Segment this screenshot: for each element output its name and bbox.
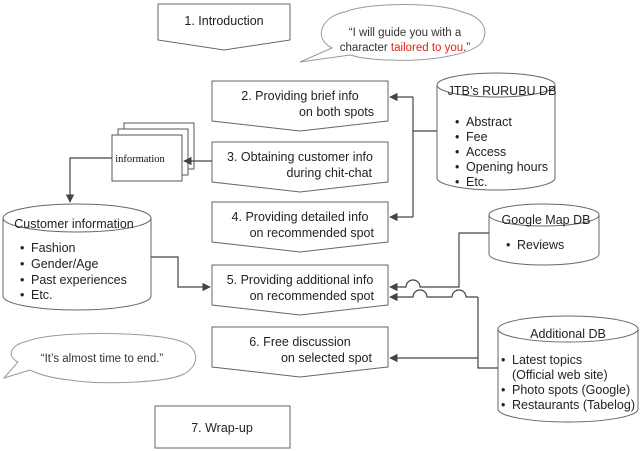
speech-bubble-top-line-2: character tailored to you.” — [340, 42, 471, 54]
svg-text:•: • — [506, 238, 510, 252]
step-7-wrap-up: 7. Wrap-up — [154, 405, 291, 449]
information-documents: information — [111, 122, 195, 182]
additional-item: Restaurants (Tabelog) — [512, 398, 635, 412]
svg-text:•: • — [455, 145, 459, 159]
step-4-line-1: 4. Providing detailed info — [232, 210, 369, 224]
jtb-item: Fee — [466, 130, 488, 144]
arrow-google-to-step-5 — [389, 232, 489, 292]
google-map-db: Google Map DB • Reviews — [488, 203, 600, 266]
speech-bubble-bottom-text: “It’s almost time to end.” — [41, 353, 164, 365]
step-5-additional-info: 5. Providing additional info on recommen… — [211, 264, 389, 316]
highlight-tailored: tailored to you — [391, 42, 463, 54]
step-5-line-2: on recommended spot — [250, 289, 375, 303]
step-7-label: 7. Wrap-up — [191, 421, 253, 435]
jtb-item: Abstract — [466, 115, 512, 129]
step-3-line-1: 3. Obtaining customer info — [227, 150, 373, 164]
customer-information-db: Customer information • Fashion • Gender/Ag… — [2, 203, 152, 311]
speech-bubble-top: “I will guide you with a character tailo… — [299, 4, 486, 63]
speech-bubble-bottom: “It’s almost time to end.” — [2, 333, 196, 384]
customer-item: Fashion — [31, 241, 76, 255]
google-db-title: Google Map DB — [502, 213, 591, 227]
additional-db-title: Additional DB — [530, 327, 606, 341]
additional-item: (Official web site) — [512, 368, 608, 382]
svg-text:•: • — [455, 160, 459, 174]
svg-text:•: • — [501, 398, 505, 412]
svg-text:•: • — [20, 241, 24, 255]
step-3-line-2: during chit-chat — [287, 166, 373, 180]
svg-text:•: • — [501, 383, 505, 397]
svg-text:•: • — [20, 288, 24, 302]
svg-text:•: • — [455, 175, 459, 189]
jtb-rurubu-db: JTB’s RURUBU DB • Abstract • Fee • Access •… — [436, 72, 557, 191]
customer-item: Etc. — [31, 288, 53, 302]
additional-item: Latest topics — [512, 353, 582, 367]
additional-item: Photo spots (Google) — [512, 383, 630, 397]
customer-item: Past experiences — [31, 273, 127, 287]
google-item: Reviews — [517, 238, 564, 252]
step-6-line-1: 6. Free discussion — [249, 335, 350, 349]
documents-label: information — [115, 154, 165, 165]
step-4-detailed-info: 4. Providing detailed info on recommende… — [211, 201, 389, 253]
step-1-introduction: 1. Introduction — [157, 3, 291, 51]
jtb-db-title: JTB’s RURUBU DB — [448, 84, 557, 98]
step-2-brief-info: 2. Providing brief info on both spots — [211, 80, 389, 132]
step-3-customer-info: 3. Obtaining customer info during chit-c… — [211, 141, 389, 193]
additional-db-items: • Latest topics (Official web site) • Phot… — [501, 353, 635, 412]
svg-text:•: • — [20, 273, 24, 287]
additional-connector — [477, 297, 498, 369]
step-2-line-2: on both spots — [299, 105, 374, 119]
svg-text:•: • — [20, 257, 24, 271]
customer-db-title: Customer information — [14, 217, 134, 231]
jtb-item: Opening hours — [466, 160, 548, 174]
jtb-db-items: • Abstract • Fee • Access • Opening hours • E… — [455, 115, 548, 189]
jtb-item: Access — [466, 145, 506, 159]
arrow-additional-to-step-5 — [389, 289, 478, 302]
speech-bubble-top-line-1: “I will guide you with a — [349, 27, 462, 39]
step-1-label: 1. Introduction — [184, 14, 263, 28]
step-2-line-1: 2. Providing brief info — [241, 89, 358, 103]
customer-item: Gender/Age — [31, 257, 98, 271]
svg-text:•: • — [455, 130, 459, 144]
step-4-line-2: on recommended spot — [250, 226, 375, 240]
step-6-line-2: on selected spot — [281, 351, 373, 365]
jtb-item: Etc. — [466, 175, 488, 189]
svg-text:•: • — [455, 115, 459, 129]
svg-text:•: • — [501, 353, 505, 367]
additional-db: Additional DB • Latest topics (Official w… — [497, 315, 639, 423]
step-6-free-discussion: 6. Free discussion on selected spot — [211, 326, 389, 378]
arrow-documents-to-customer-db — [65, 157, 112, 203]
step-5-line-1: 5. Providing additional info — [227, 273, 374, 287]
connectors — [65, 92, 498, 369]
arrow-customer-db-to-step-5 — [151, 256, 211, 292]
customer-db-items: • Fashion • Gender/Age • Past experiences •… — [20, 241, 127, 302]
